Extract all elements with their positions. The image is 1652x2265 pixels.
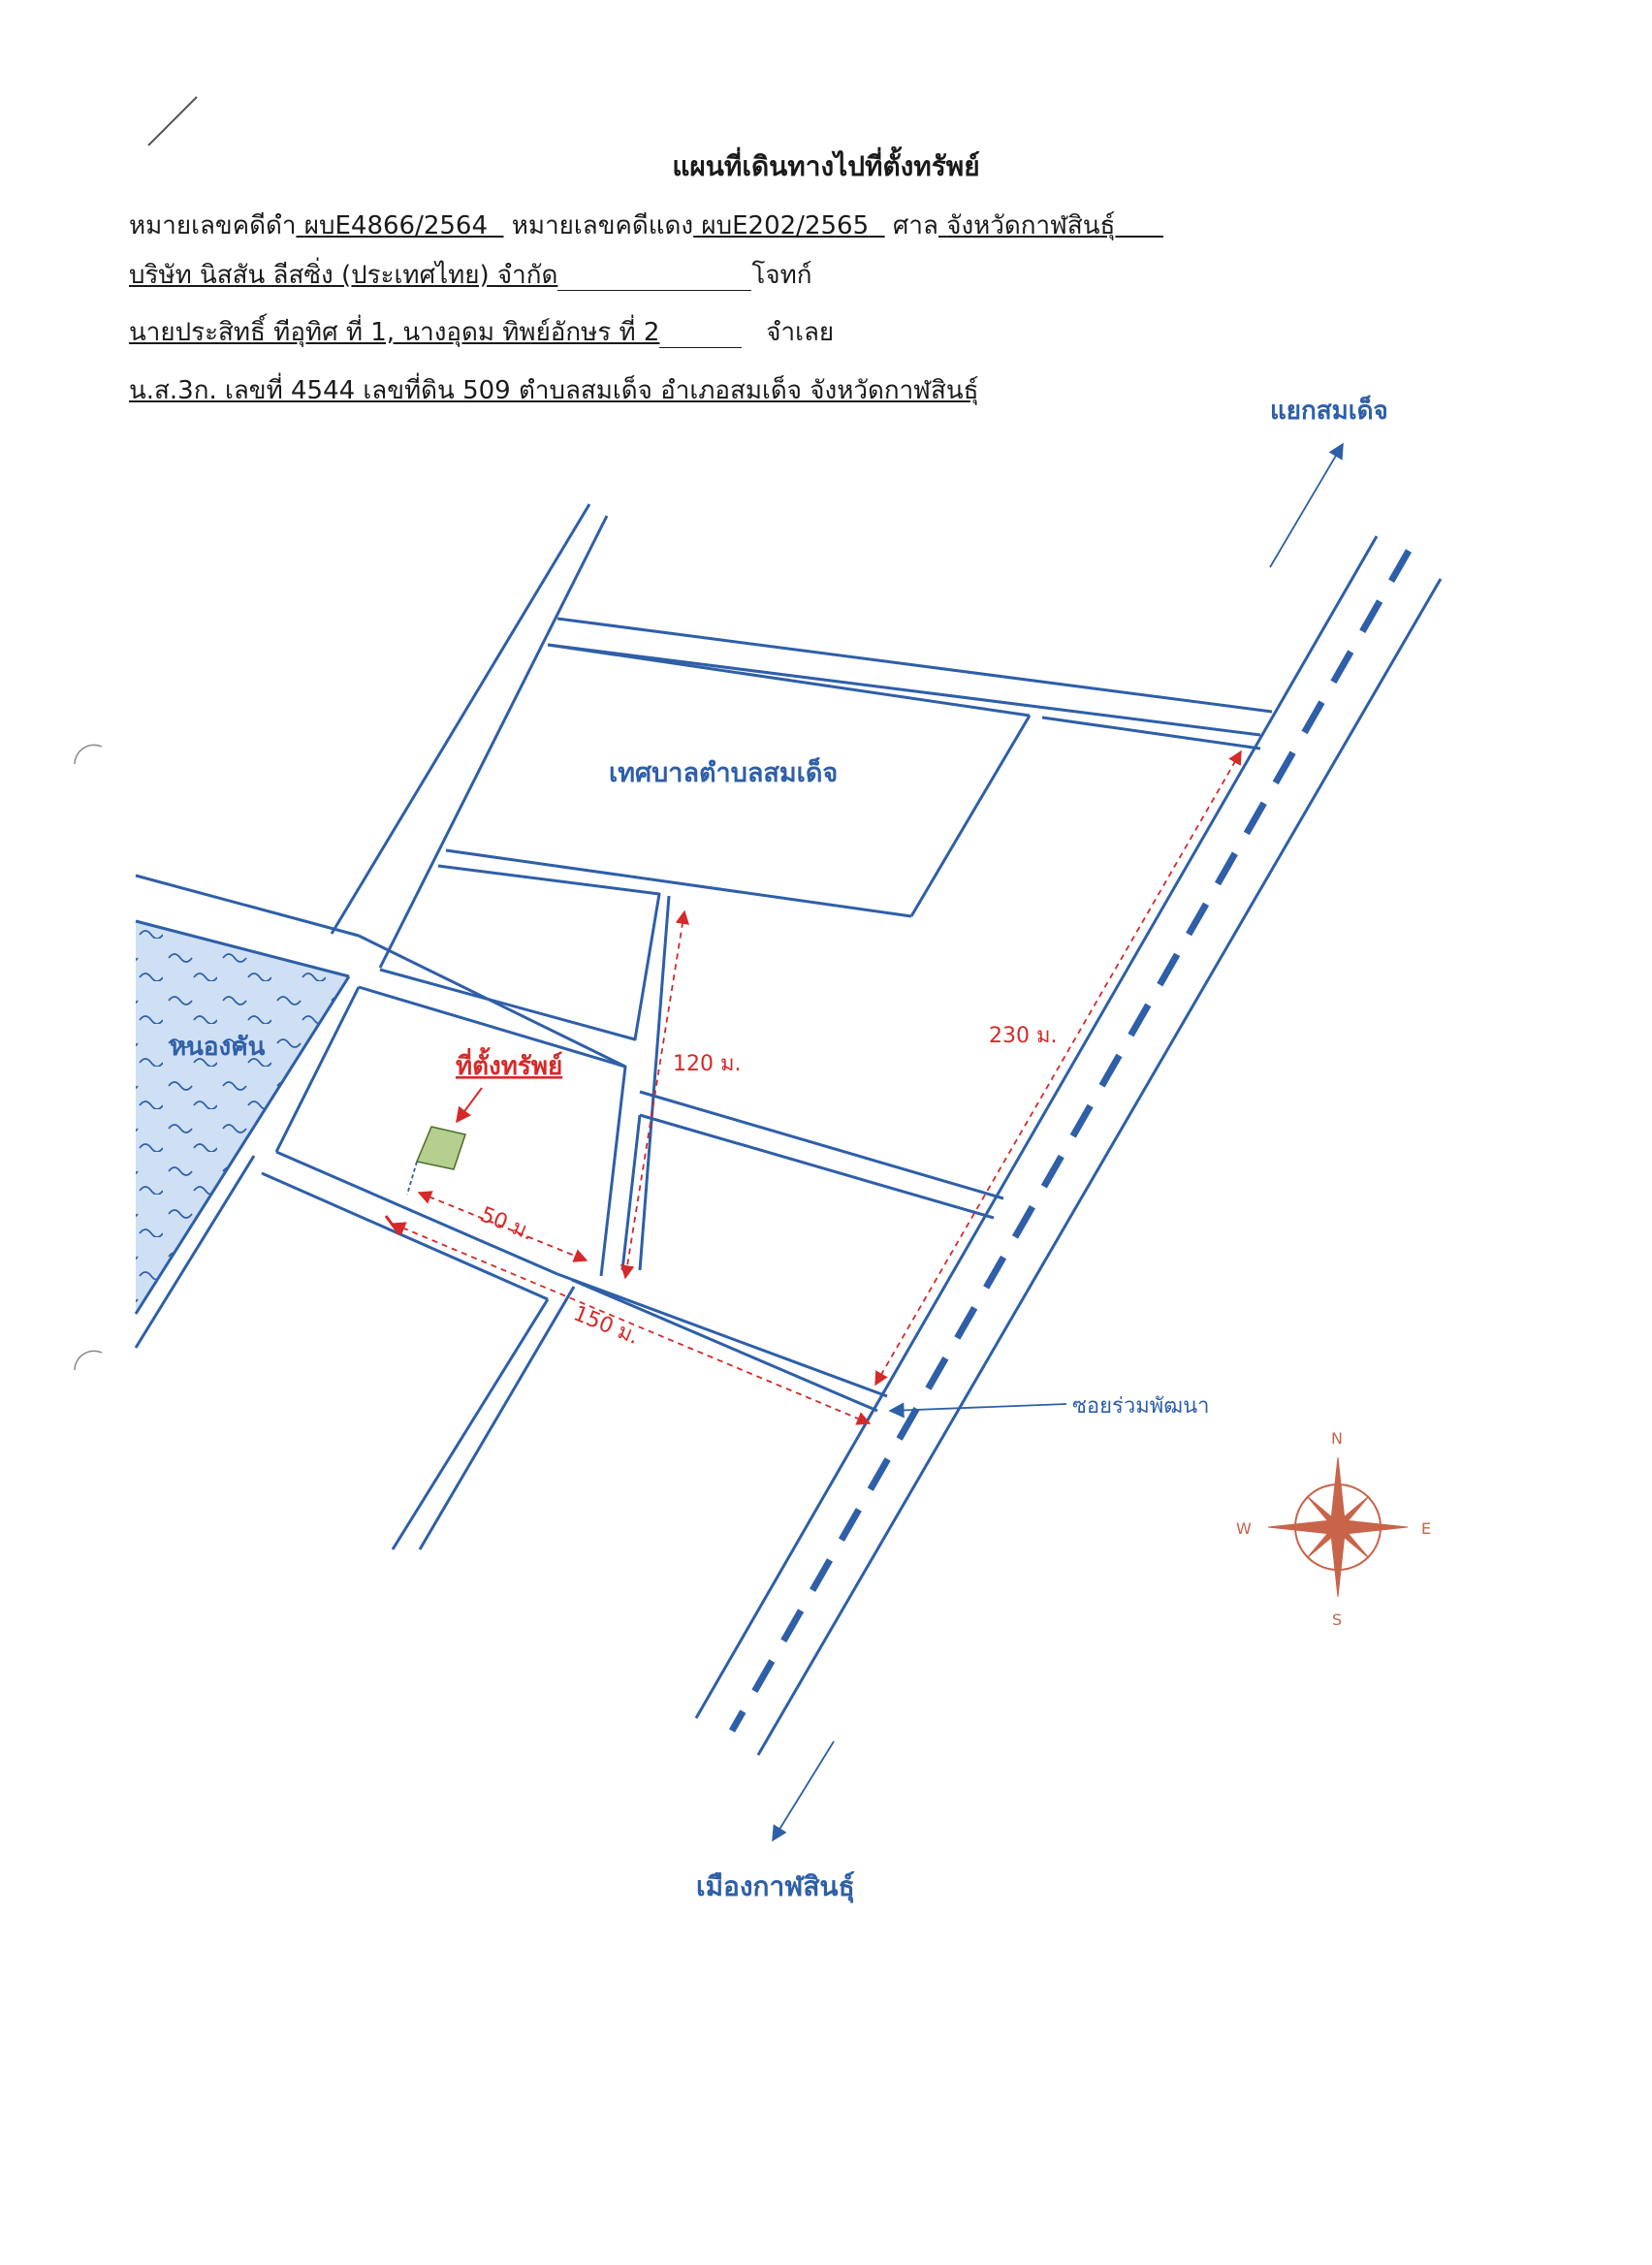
pond-label: หนองคัน: [170, 1033, 266, 1062]
court-label: ศาล: [892, 211, 938, 240]
compass-s-label: S: [1332, 1611, 1342, 1629]
map-title: แผนที่เดินทางไปที่ตั้งทรัพย์: [672, 150, 980, 182]
to-north-label: แยกสมเด็จ: [1270, 395, 1388, 426]
blank-fill: [659, 346, 743, 348]
case-numbers-line: หมายเลขคดีดำ ผบE4866/2564 หมายเลขคดีแดง …: [129, 206, 1163, 245]
soi-label: ซอยร่วมพัฒนา: [1072, 1394, 1209, 1419]
compass-w-label: W: [1236, 1519, 1252, 1538]
plaintiff-name: บริษัท นิสสัน ลีสซิ่ง (ประเทศไทย) จำกัด: [129, 261, 558, 290]
soi-pointer-arrow: [888, 1402, 1067, 1419]
defendants-names: นายประสิทธิ์ ทีอุทิศ ที่ 1, นางอุดม ทิพย…: [129, 318, 660, 347]
compass-rose: N E S W: [1236, 1429, 1431, 1629]
plaintiff-role: โจทก์: [751, 261, 812, 290]
red-case-number: ผบE202/2565: [701, 211, 870, 240]
property-parcel: [415, 1126, 466, 1170]
parcel-offset-line: [406, 1161, 418, 1196]
distance-120-line: [620, 909, 690, 1280]
black-case-number: ผบE4866/2564: [303, 211, 488, 240]
pond-area: [134, 919, 351, 1315]
compass-e-label: E: [1421, 1519, 1431, 1538]
municipality-label: เทศบาลตำบลสมเด็จ: [609, 755, 838, 788]
distance-tick: [384, 1215, 401, 1235]
distance-230-line: [874, 750, 1242, 1387]
distance-50-label: 50 ม.: [477, 1202, 537, 1245]
deed-text: น.ส.3ก. เลขที่ 4544 เลขที่ดิน 509 ตำบลสม…: [129, 376, 979, 405]
road-network: [134, 503, 1443, 1756]
to-north-arrow: [1269, 442, 1344, 568]
scratch-mark: [147, 96, 198, 146]
highway-centerline: [728, 549, 1413, 1733]
distance-150-line: [391, 1222, 872, 1425]
to-south-label: เมืองกาฬสินธุ์: [696, 1870, 855, 1903]
defendants-role: จำเลย: [766, 318, 835, 347]
black-case-label: หมายเลขคดีดำ: [129, 211, 297, 240]
hole-punch-mark: [74, 1350, 103, 1371]
property-label: ที่ตั้งทรัพย์: [456, 1046, 562, 1081]
property-pointer-arrow: [456, 1087, 483, 1124]
court-name: จังหวัดกาฬสินธุ์: [946, 211, 1116, 240]
compass-n-label: N: [1331, 1429, 1343, 1448]
distance-230-label: 230 ม.: [989, 1024, 1057, 1048]
red-case-label: หมายเลขคดีแดง: [511, 211, 694, 240]
plaintiff-line: บริษัท นิสสัน ลีสซิ่ง (ประเทศไทย) จำกัด โ…: [129, 255, 812, 295]
deed-line: น.ส.3ก. เลขที่ 4544 เลขที่ดิน 509 ตำบลสม…: [129, 370, 978, 410]
blank-fill: [557, 289, 752, 291]
distance-150-label: 150 ม.: [570, 1301, 643, 1350]
hole-punch-mark: [74, 744, 103, 765]
to-south-arrow: [772, 1740, 835, 1842]
distance-120-label: 120 ม.: [673, 1052, 741, 1076]
defendants-line: นายประสิทธิ์ ทีอุทิศ ที่ 1, นางอุดม ทิพย…: [129, 312, 834, 352]
